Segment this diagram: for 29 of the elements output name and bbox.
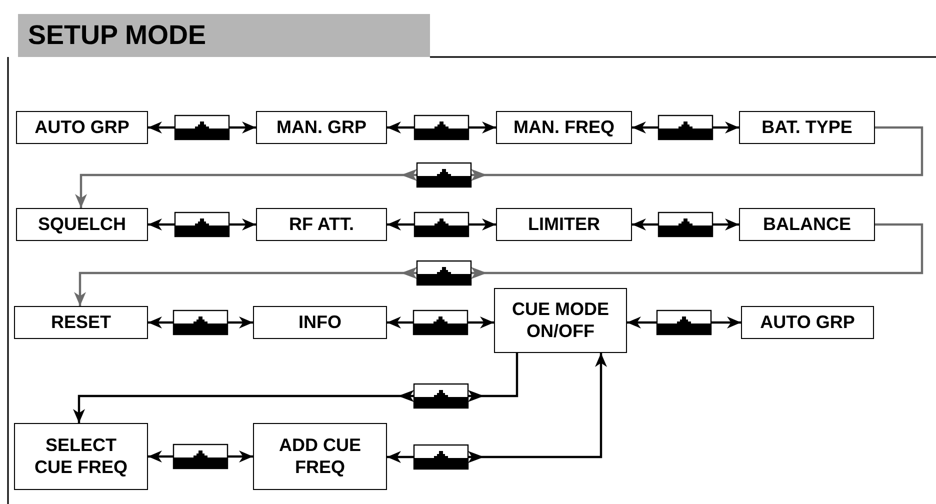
- menu-label: AUTO GRP: [34, 116, 130, 138]
- menu-label: MAN. GRP: [276, 116, 366, 138]
- menu-box: [739, 111, 875, 144]
- menu-label: BALANCE: [763, 214, 851, 236]
- menu-label: MAN. FREQ: [514, 116, 614, 138]
- menu-box: [256, 208, 387, 241]
- menu-label: INFO: [298, 312, 342, 334]
- menu-label: ADD CUE FREQ: [278, 434, 362, 478]
- menu-box: [14, 306, 148, 339]
- menu-box: [741, 306, 874, 339]
- menu-label: LIMITER: [528, 214, 600, 236]
- menu-box: [256, 111, 387, 144]
- menu-box: [496, 111, 632, 144]
- title-banner: SETUP MODE: [18, 14, 430, 57]
- menu-box: [494, 288, 627, 353]
- menu-box: [14, 423, 148, 490]
- menu-label: CUE MODE ON/OFF: [510, 298, 610, 342]
- menu-label: RESET: [50, 312, 111, 334]
- menu-box: [253, 423, 387, 490]
- menu-box: [253, 306, 387, 339]
- menu-label: AUTO GRP: [760, 312, 855, 334]
- menu-label: BAT. TYPE: [762, 116, 852, 138]
- menu-label: SELECT CUE FREQ: [33, 434, 128, 478]
- menu-box: [739, 208, 875, 241]
- menu-label: RF ATT.: [289, 214, 354, 236]
- menu-box: [16, 208, 148, 241]
- menu-box: [496, 208, 632, 241]
- menu-label: SQUELCH: [38, 214, 126, 236]
- menu-box: [16, 111, 148, 144]
